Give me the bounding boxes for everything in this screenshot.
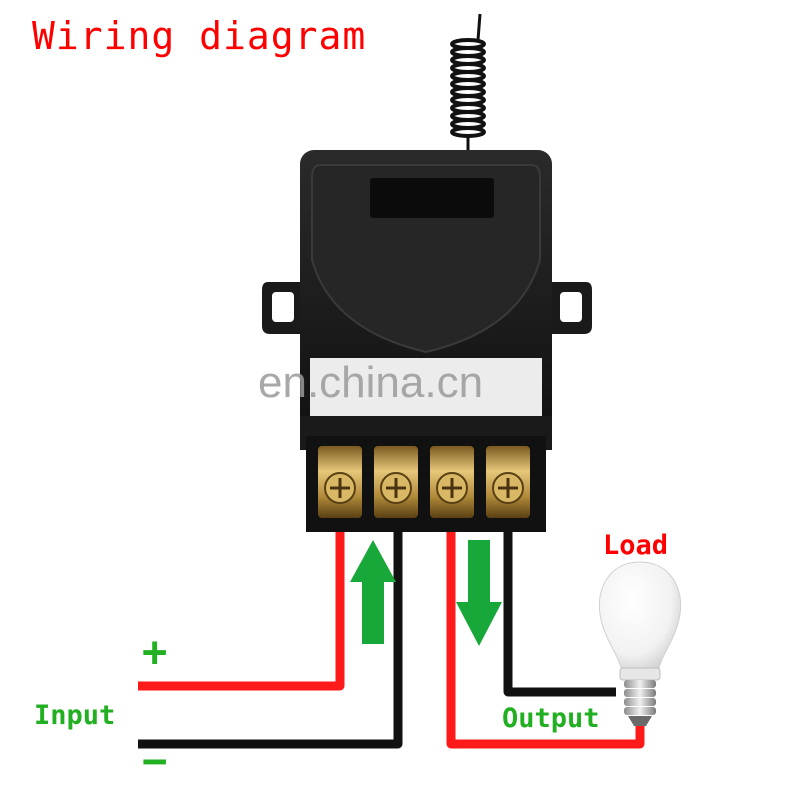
positive-sign: + bbox=[142, 627, 168, 676]
flow-arrow-up-icon bbox=[350, 540, 396, 644]
negative-sign: − bbox=[142, 736, 168, 785]
antenna-icon bbox=[450, 13, 486, 158]
output-label: Output bbox=[502, 703, 600, 734]
watermark-text: en.china.cn bbox=[258, 358, 484, 407]
diagram-title: Wiring diagram bbox=[32, 14, 367, 58]
wires bbox=[138, 532, 645, 749]
load-label: Load bbox=[603, 530, 669, 561]
terminal-block-icon bbox=[306, 436, 546, 532]
input-negative-wire bbox=[138, 532, 403, 749]
flow-arrow-down-icon bbox=[456, 540, 502, 646]
output-neutral-wire bbox=[503, 532, 616, 697]
light-bulb-icon bbox=[598, 561, 682, 726]
relay-module-icon bbox=[262, 150, 592, 532]
input-positive-wire bbox=[138, 532, 345, 691]
output-line-wire bbox=[446, 532, 645, 749]
input-label: Input bbox=[34, 700, 116, 731]
